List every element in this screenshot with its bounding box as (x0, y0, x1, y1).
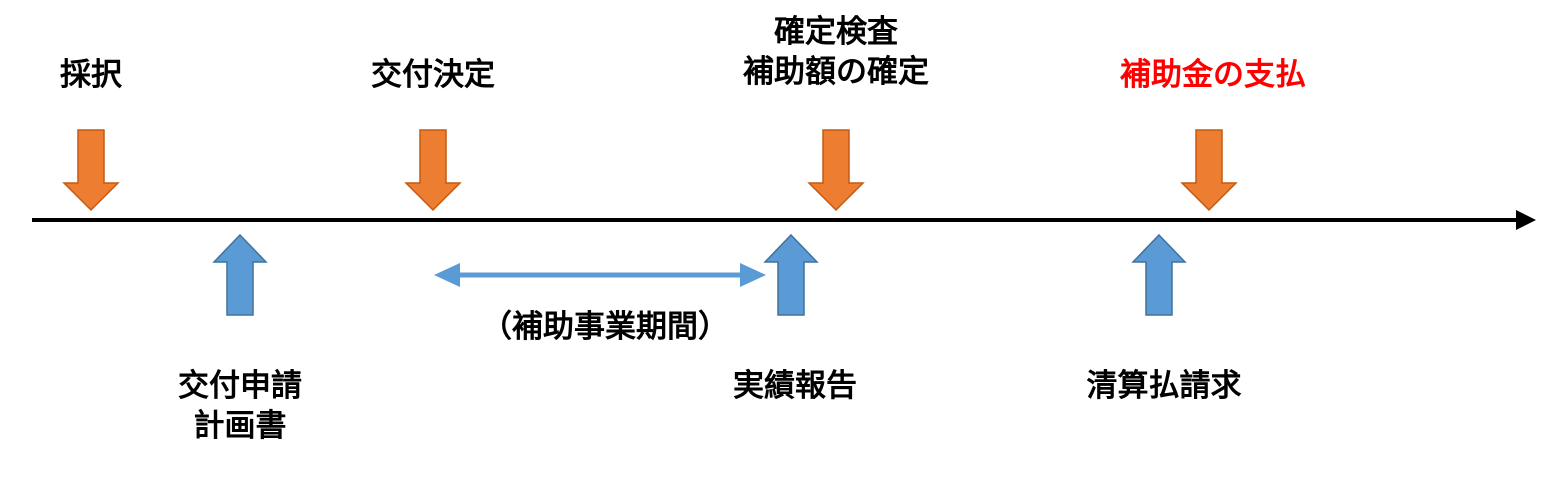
up-arrow-2 (763, 233, 819, 316)
up-arrow-3 (1131, 233, 1187, 316)
down-arrow-4 (1180, 129, 1238, 212)
step-label-jisseki-hokoku: 実績報告 (733, 368, 857, 404)
down-arrow-1 (62, 129, 120, 212)
period-arrow-left-head (434, 263, 460, 287)
step-label-kakutei-kensa: 確定検査 補助額の確定 (743, 14, 929, 90)
step-label-seisan-seikyu: 清算払請求 (1086, 368, 1242, 404)
down-arrow-3 (807, 129, 865, 212)
step-label-kofu-shinsei: 交付申請 計画書 (178, 368, 302, 444)
down-arrow-2 (404, 129, 462, 212)
step-label-shiharai: 補助金の支払 (1120, 57, 1306, 93)
period-arrow-right-head (740, 263, 766, 287)
period-label: （補助事業期間） (481, 309, 729, 345)
step-label-kofu-kettei: 交付決定 (371, 57, 495, 93)
timeline-arrowhead (1516, 210, 1536, 230)
up-arrow-1 (212, 233, 268, 316)
step-label-saitaku: 採択 (60, 57, 122, 93)
